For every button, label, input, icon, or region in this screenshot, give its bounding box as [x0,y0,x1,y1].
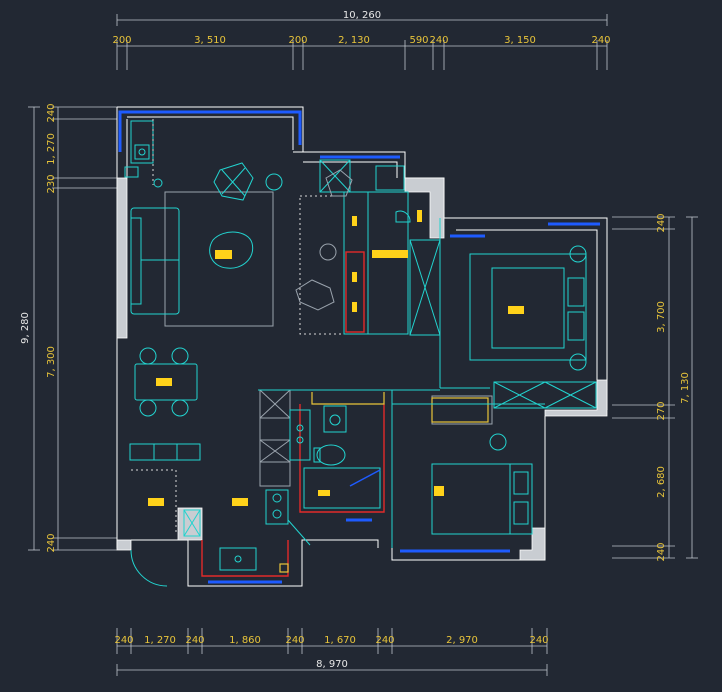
side-table [265,173,283,191]
top-dim-8: 240 [591,35,610,46]
island-hob [345,251,365,333]
bedroom2-chair [489,433,507,451]
top-total-dim: 10, 260 [343,10,381,21]
shower-area [303,467,381,509]
master-rug [469,253,587,361]
living-room [124,119,283,327]
kitchen-tag [232,498,248,506]
top-dim-1: 200 [112,35,131,46]
bottom-dim-5: 240 [285,635,304,646]
dining-area [129,347,201,587]
washbasin [323,405,347,433]
master-bedroom-tag [508,306,524,314]
living-rug [164,191,274,327]
bottom-dim-7: 240 [375,635,394,646]
left-dim-2: 1, 270 [46,133,57,165]
armchair [213,162,254,201]
lounge-chair [295,279,335,311]
sofa [130,207,180,315]
sideboard [129,443,201,461]
dining-table [134,363,198,401]
dining-chair [171,347,189,365]
bedroom2-wardrobe [431,395,493,425]
top-dim-7: 3, 150 [504,35,536,46]
kitchen-lower [183,489,311,577]
bottom-dim-1: 240 [114,635,133,646]
bottom-total-dim: 8, 970 [316,659,348,670]
exterior-walls [116,106,608,587]
coffee-table [209,231,254,269]
cooktop [265,489,289,525]
master-bed [491,267,565,349]
fridge [183,509,201,537]
right-dim-5: 240 [656,542,667,561]
kitchen-north-tag [372,250,408,258]
dining-chair [139,399,157,417]
bathroom-tag [318,490,330,496]
bottom-dim-3: 240 [185,635,204,646]
right-dim-3: 270 [656,401,667,420]
top-dim-3: 200 [288,35,307,46]
bath-vanity [289,409,311,461]
right-dim-4: 2, 680 [656,466,667,498]
dining-chair [139,347,157,365]
top-dimension-chain: 10, 260 200 3, 510 200 2, 130 590 240 3,… [112,10,611,70]
top-dim-6: 240 [429,35,448,46]
bedside-lamp [569,353,587,371]
laundry-cabinet [375,165,405,191]
dining-tag [156,378,172,386]
bar-counter [367,191,409,335]
corner-cabinet [130,120,154,164]
top-dim-4: 2, 130 [338,35,370,46]
windows [118,110,600,584]
bottom-dim-8: 2, 970 [446,635,478,646]
bedroom2-corner-wall [519,527,546,561]
top-dim-5: 590 [409,35,428,46]
pillow [567,277,585,307]
bottom-dim-4: 1, 860 [229,635,261,646]
left-dim-3: 230 [46,174,57,193]
top-dim-2: 3, 510 [194,35,226,46]
entry-door-swing [130,549,168,587]
bottom-dim-6: 1, 670 [324,635,356,646]
kitchen-sink [219,547,257,571]
left-bottom-pier [116,539,132,551]
bottom-dim-9: 240 [529,635,548,646]
left-dim-1: 240 [46,103,57,122]
bedside-lamp [569,245,587,263]
sofa-back [130,217,142,305]
right-dim-1: 240 [656,213,667,232]
bottom-dimension-chain: 240 1, 270 240 1, 860 240 1, 670 240 2, … [114,628,549,676]
entry-tag [148,498,164,506]
toilet [316,444,346,466]
right-dim-2: 3, 700 [656,301,667,333]
pillow [513,501,529,525]
dashed-zone [299,195,345,335]
bathroom [289,392,385,513]
second-bedroom [391,390,545,548]
bottom-dim-2: 1, 270 [144,635,176,646]
master-bedroom [439,218,597,409]
island-area [295,159,441,336]
left-wall-column [116,177,128,339]
living-room-tag [215,250,232,259]
left-dimension-chain: 9, 280 240 1, 270 230 7, 300 240 [20,103,117,553]
wine-cooler [319,159,351,193]
dining-chair [171,399,189,417]
second-bed [431,463,533,535]
left-total-dim: 9, 280 [20,312,31,344]
right-total-dim: 7, 130 [680,372,691,404]
sink-basin [134,144,150,160]
left-dim-4: 7, 300 [46,346,57,378]
left-dim-5: 240 [46,533,57,552]
kitchen-corner-wall [404,177,445,239]
right-dimension-chain: 240 3, 700 270 2, 680 240 7, 130 [612,213,698,562]
bedroom2-tag [434,486,444,496]
small-appliance [124,166,139,178]
plant-pot [325,169,353,197]
pillow [513,471,529,495]
pillow [567,311,585,341]
